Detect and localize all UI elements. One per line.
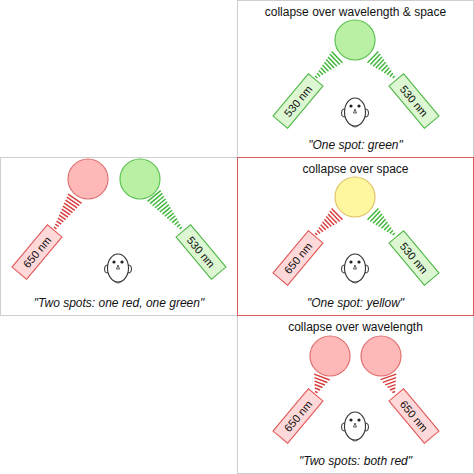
wavelength-source: 650 nm (11, 224, 62, 280)
wavelength-label: 530 nm (398, 83, 431, 119)
wavelength-source: 530 nm (272, 73, 323, 129)
beam-stroke (326, 217, 334, 225)
percept-caption: "Two spots: one red, one green" (1, 296, 237, 310)
scenario-panel: collapse over space "One spot: yellow" 650… (237, 157, 474, 316)
wavelength-label: 650 nm (282, 398, 315, 434)
beam-stroke (67, 197, 80, 205)
panel-title: collapse over space (238, 162, 473, 176)
beam-stroke (393, 233, 395, 235)
wavelength-label: 650 nm (282, 240, 315, 276)
beam-stroke (387, 228, 391, 232)
beam-stroke (315, 76, 317, 78)
beam-stroke (373, 57, 382, 66)
beam-stroke (180, 227, 182, 229)
beam-stroke (390, 388, 396, 390)
beam-stroke (315, 388, 320, 390)
beam-stroke (317, 73, 320, 76)
wavelength-label: 650 nm (398, 398, 431, 434)
panel-title: collapse over wavelength & space (238, 5, 473, 19)
wavelength-source: 530 nm (175, 224, 226, 280)
beam-stroke (58, 218, 64, 222)
wavelength-source: 650 nm (272, 388, 323, 444)
beam-stroke (315, 233, 317, 235)
beam-stroke (157, 202, 167, 210)
wavelength-source: 650 nm (388, 388, 439, 444)
beam-stroke (393, 76, 395, 78)
beam-stroke (66, 200, 78, 208)
percept-caption: "One spot: yellow" (238, 296, 473, 310)
beam-stroke (390, 73, 393, 76)
scenario-panel: "Two spots: one red, one green" 650 nm 530… (0, 157, 238, 316)
beam-stroke (390, 230, 393, 233)
beam-stroke (376, 217, 384, 225)
beam-stroke (385, 381, 396, 385)
beam-stroke (392, 392, 395, 393)
percept-caption: "One spot: green" (238, 138, 473, 152)
beam-stroke (55, 224, 59, 226)
light-beams (54, 51, 396, 392)
wavelength-source: 530 nm (388, 230, 439, 286)
beam-stroke (326, 60, 334, 68)
beam-stroke (64, 203, 75, 210)
beam-stroke (57, 221, 62, 224)
wavelength-source: 650 nm (272, 230, 323, 286)
scenario-panel: collapse over wavelength & space "One spo… (237, 0, 474, 158)
percept-caption: "Two spots: both red" (238, 454, 473, 468)
beam-stroke (376, 60, 384, 68)
beam-stroke (160, 205, 169, 212)
beam-stroke (319, 228, 323, 232)
beam-stroke (373, 214, 382, 223)
beam-stroke (315, 385, 323, 388)
scenario-panel: collapse over wavelength "Two spots: both… (237, 315, 474, 474)
wavelength-label: 530 nm (185, 234, 218, 270)
beam-stroke (328, 214, 337, 223)
wavelength-source: 530 nm (388, 73, 439, 129)
wavelength-label: 530 nm (282, 83, 315, 119)
beam-stroke (172, 219, 177, 223)
beam-stroke (54, 227, 57, 229)
beam-stroke (177, 224, 180, 227)
beam-stroke (317, 230, 320, 233)
wavelength-label: 650 nm (21, 234, 54, 270)
beam-stroke (387, 71, 391, 75)
beam-stroke (388, 385, 396, 388)
panel-title: collapse over wavelength (238, 320, 473, 334)
beam-stroke (155, 199, 166, 208)
beam-stroke (319, 71, 323, 75)
beam-stroke (315, 392, 318, 393)
wavelength-label: 530 nm (398, 240, 431, 276)
beam-stroke (328, 57, 337, 66)
beam-stroke (175, 222, 179, 225)
